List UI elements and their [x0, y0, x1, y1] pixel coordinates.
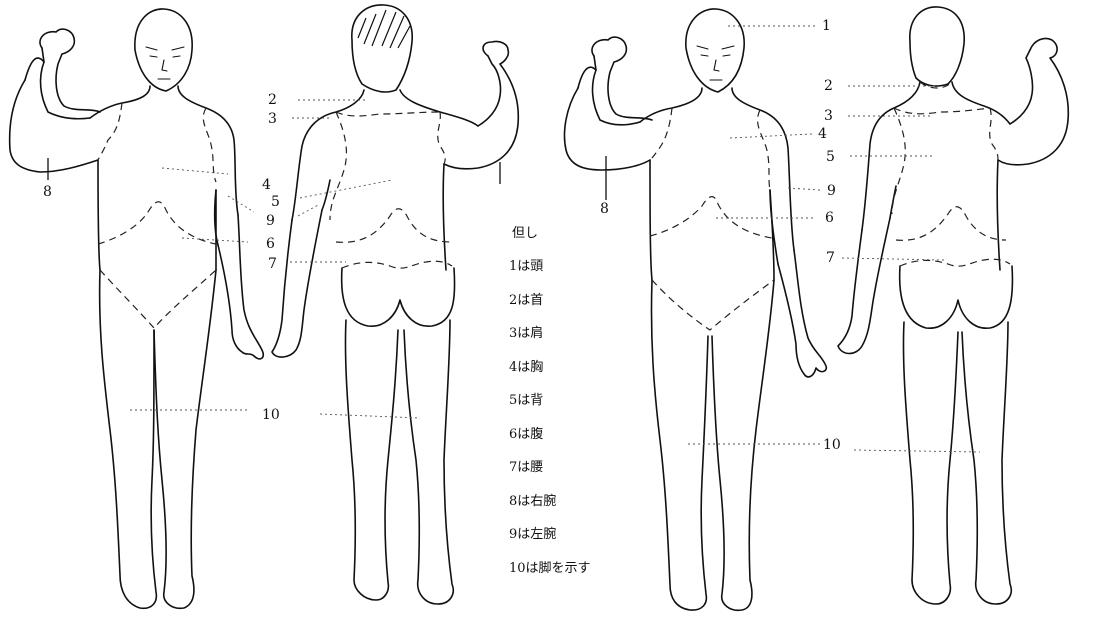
- label-leg: 10: [262, 407, 280, 423]
- legend: 但し 1は頭 2は首 3は肩 4は胸 5は背 6は腹 7は腰 8は右腕 9は左腕…: [498, 222, 628, 590]
- label-left-arm: 9: [266, 213, 275, 229]
- label-left-arm-2: 9: [827, 183, 836, 199]
- legend-item: 7は腰: [509, 456, 628, 475]
- label-leg-2: 10: [823, 437, 841, 453]
- label-back: 5: [271, 194, 280, 210]
- legend-item: 1は頭: [509, 255, 628, 274]
- figure-front-left: 4 9 6 8: [10, 9, 275, 608]
- legend-item: 4は胸: [509, 356, 628, 375]
- label-waist: 7: [268, 256, 277, 272]
- label-waist-2: 7: [826, 250, 835, 266]
- legend-item: 10は脚を示す: [509, 557, 628, 576]
- label-belly: 6: [266, 236, 275, 252]
- legend-item: 9は左腕: [509, 523, 628, 542]
- legend-item: 2は首: [509, 289, 628, 308]
- label-chest-2: 4: [818, 126, 827, 142]
- figure-back-right: 2 3 5 7: [824, 7, 1068, 604]
- legend-item: 8は右腕: [509, 490, 628, 509]
- legend-item: 3は肩: [509, 322, 628, 341]
- label-chest: 4: [262, 177, 271, 193]
- legend-title: 但し: [512, 222, 628, 241]
- label-head: 1: [822, 18, 831, 34]
- label-back-2: 5: [826, 149, 835, 165]
- label-right-arm-2: 8: [600, 201, 609, 217]
- label-shoulder: 3: [268, 111, 277, 127]
- label-neck-2: 2: [824, 78, 833, 94]
- label-belly-2: 6: [825, 210, 834, 226]
- label-neck: 2: [268, 92, 277, 108]
- legend-item: 6は腹: [509, 423, 628, 442]
- legend-item: 5は背: [509, 389, 628, 408]
- figure-back-left: 2 3 5 7 10: [262, 5, 518, 604]
- label-right-arm: 8: [43, 184, 52, 200]
- label-shoulder-2: 3: [824, 108, 833, 124]
